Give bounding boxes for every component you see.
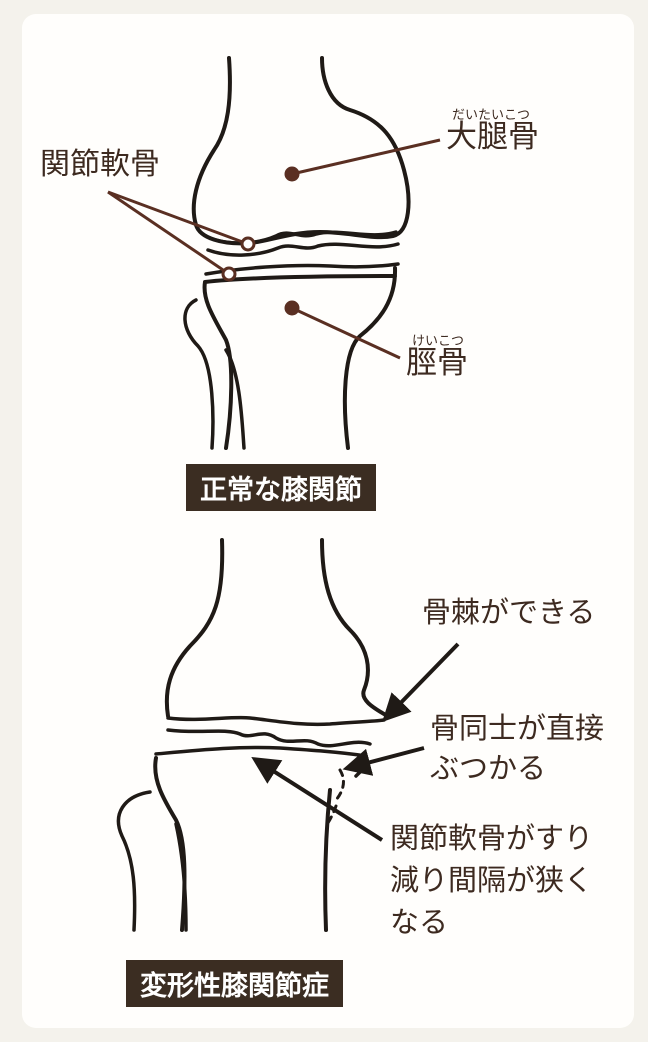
tibia-label: 脛骨 bbox=[406, 346, 468, 382]
femur-cartilage-lower bbox=[208, 244, 398, 255]
bone-contact-arrow bbox=[348, 748, 424, 768]
cartilage-dot-1 bbox=[242, 238, 254, 250]
normal-knee bbox=[185, 58, 409, 448]
cartilage-wear-label-line2: 減り間隔が狭く bbox=[390, 864, 593, 897]
oa-femur-cartilage-worn bbox=[168, 730, 370, 746]
osteophyte-arrow bbox=[386, 644, 458, 718]
bone-contact-label-line2: ぶつかる bbox=[430, 752, 546, 785]
tibia-pointer bbox=[292, 308, 400, 358]
cartilage-pointer-2 bbox=[108, 192, 229, 274]
bone-contact-label-line1: 骨同士が直接 bbox=[430, 712, 604, 745]
cartilage-dot-2 bbox=[223, 268, 235, 280]
cartilage-wear-arrow bbox=[256, 760, 382, 840]
cartilage-wear-label-line3: なる bbox=[390, 906, 448, 939]
cartilage-label: 関節軟骨 bbox=[40, 148, 160, 183]
femur-outline bbox=[194, 58, 409, 243]
oa-caption: 変形性膝関節症 bbox=[126, 960, 343, 1007]
cartilage-pointer-1 bbox=[108, 192, 248, 244]
femur-pointer bbox=[292, 140, 440, 174]
oa-femur-cartilage bbox=[168, 718, 384, 725]
oa-fibula-outline bbox=[118, 792, 186, 930]
femur-label: 大腿骨 bbox=[446, 120, 539, 156]
tibia-dot bbox=[286, 302, 298, 314]
femur-dot bbox=[286, 168, 298, 180]
normal-caption: 正常な膝関節 bbox=[186, 464, 376, 511]
tibia-outline bbox=[205, 268, 396, 448]
oa-knee bbox=[118, 540, 384, 930]
oa-femur-outline bbox=[167, 540, 384, 716]
cartilage-wear-label-line1: 関節軟骨がすり bbox=[390, 822, 593, 855]
osteophyte-label: 骨棘ができる bbox=[422, 596, 595, 629]
